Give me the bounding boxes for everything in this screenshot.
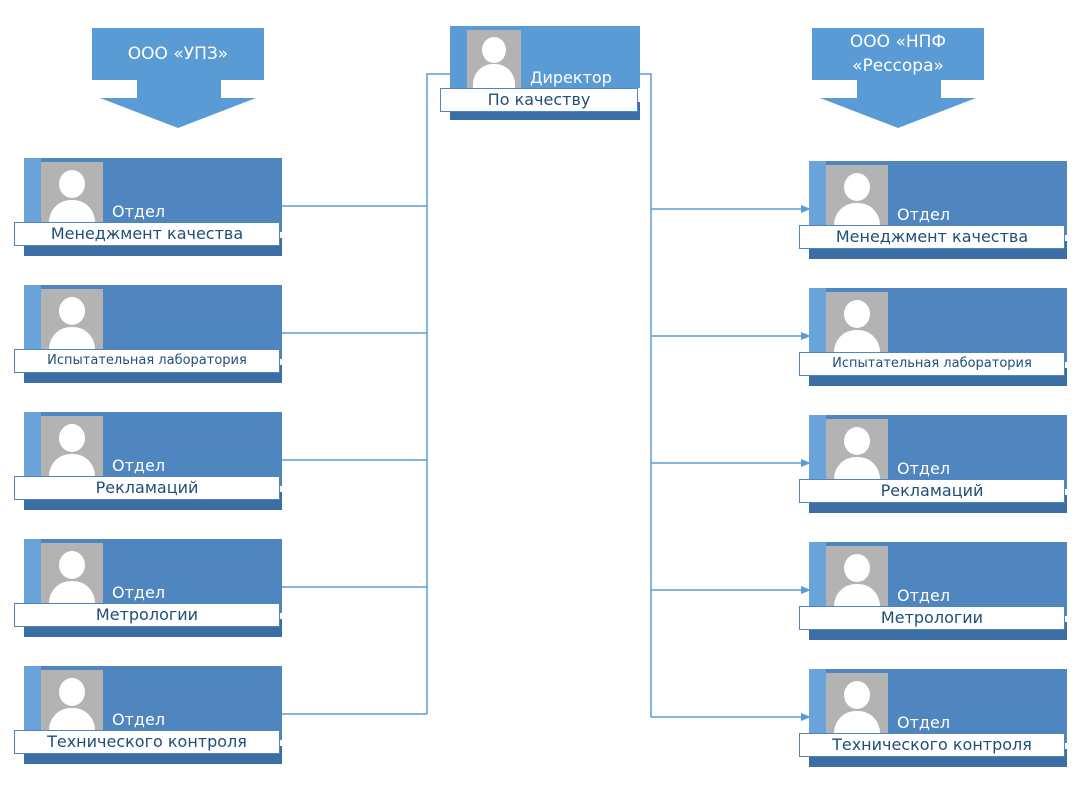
person-placeholder-icon bbox=[41, 670, 103, 732]
company-npf-label-line1: ООО «НПФ bbox=[849, 32, 947, 52]
right-node-test-laboratory: Испытательная лаборатория bbox=[799, 288, 1067, 386]
node-title: Отдел bbox=[897, 713, 951, 732]
person-placeholder-icon bbox=[826, 419, 888, 481]
node-title: Отдел bbox=[897, 586, 951, 605]
down-arrowhead-icon bbox=[820, 98, 976, 128]
left-node-quality-management: Отдел Менеджмент качества bbox=[14, 158, 282, 256]
left-node-technical-control: Отдел Технического контроля bbox=[14, 666, 282, 764]
node-label: Технического контроля bbox=[14, 730, 280, 754]
right-node-metrology: Отдел Метрологии bbox=[799, 542, 1067, 640]
person-placeholder-icon bbox=[41, 289, 103, 351]
company-upz-label: ООО «УПЗ» bbox=[127, 44, 229, 64]
person-placeholder-icon bbox=[826, 673, 888, 735]
node-label: Рекламаций bbox=[14, 476, 280, 500]
person-placeholder-icon bbox=[41, 162, 103, 224]
left-node-claims: Отдел Рекламаций bbox=[14, 412, 282, 510]
company-upz-box: ООО «УПЗ» bbox=[92, 28, 264, 80]
person-placeholder-icon bbox=[41, 416, 103, 478]
person-placeholder-icon bbox=[467, 30, 521, 88]
director-node: Директор По качеству bbox=[440, 26, 640, 124]
right-node-claims: Отдел Рекламаций bbox=[799, 415, 1067, 513]
node-title: Отдел bbox=[112, 202, 166, 221]
right-node-quality-management: Отдел Менеджмент качества bbox=[799, 161, 1067, 259]
left-node-metrology: Отдел Метрологии bbox=[14, 539, 282, 637]
node-title: Отдел bbox=[112, 583, 166, 602]
node-label: Метрологии bbox=[14, 603, 280, 627]
person-placeholder-icon bbox=[826, 292, 888, 354]
node-label: Метрологии bbox=[799, 606, 1065, 630]
node-label: Испытательная лаборатория bbox=[799, 352, 1065, 376]
company-upz: ООО «УПЗ» bbox=[92, 28, 264, 148]
company-npf-ressora: ООО «НПФ «Рессора» bbox=[812, 28, 984, 148]
company-npf-label-line2: «Рессора» bbox=[852, 56, 944, 76]
director-title: Директор bbox=[530, 68, 612, 87]
down-arrow-icon bbox=[857, 80, 941, 100]
down-arrowhead-icon bbox=[100, 98, 256, 128]
node-title: Отдел bbox=[897, 205, 951, 224]
node-label: Менеджмент качества bbox=[799, 225, 1065, 249]
node-label: Рекламаций bbox=[799, 479, 1065, 503]
person-placeholder-icon bbox=[826, 546, 888, 608]
left-trunk-line bbox=[426, 73, 450, 714]
node-label: Менеджмент качества bbox=[14, 222, 280, 246]
left-node-test-laboratory: Испытательная лаборатория bbox=[14, 285, 282, 383]
node-title: Отдел bbox=[112, 710, 166, 729]
person-placeholder-icon bbox=[826, 165, 888, 227]
director-label: По качеству bbox=[440, 88, 638, 112]
right-node-technical-control: Отдел Технического контроля bbox=[799, 669, 1067, 767]
node-title: Отдел bbox=[112, 456, 166, 475]
node-title: Отдел bbox=[897, 459, 951, 478]
company-npf-box: ООО «НПФ «Рессора» bbox=[812, 28, 984, 80]
node-label: Технического контроля bbox=[799, 733, 1065, 757]
node-label: Испытательная лаборатория bbox=[14, 349, 280, 373]
person-placeholder-icon bbox=[41, 543, 103, 605]
down-arrow-icon bbox=[137, 80, 221, 100]
right-trunk-line bbox=[630, 73, 652, 717]
